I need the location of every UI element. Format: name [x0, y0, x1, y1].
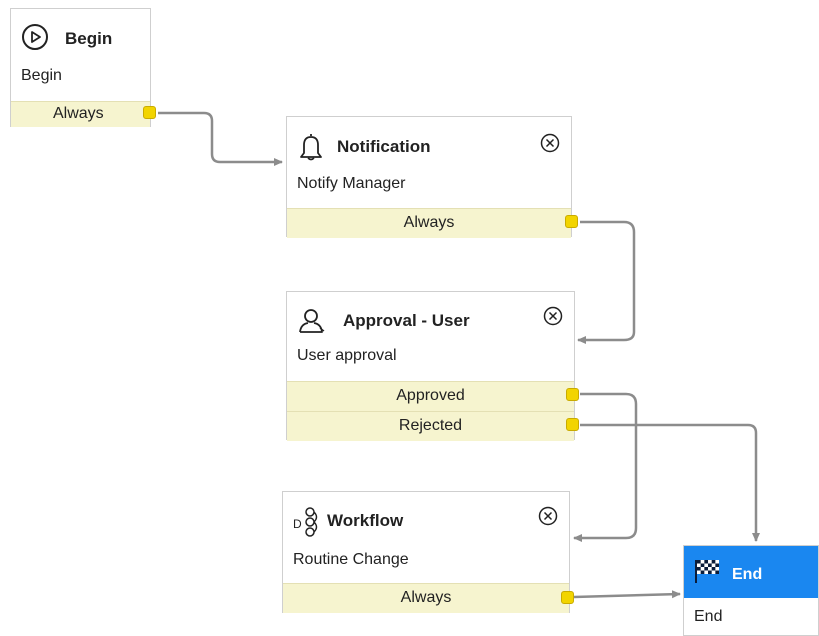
workflow-node[interactable]: D Workflow Routine Change Always: [282, 491, 570, 613]
workflow-node-description: Routine Change: [293, 551, 409, 568]
approval-outlet-approved[interactable]: Approved: [287, 381, 574, 411]
connector-begin-to-notification[interactable]: [158, 111, 283, 166]
end-node-header: End: [684, 546, 818, 598]
end-node[interactable]: End End: [683, 545, 819, 636]
connector-notification-to-approval[interactable]: [577, 220, 636, 344]
begin-node-title: Begin: [65, 29, 113, 48]
notification-node-header: Notification: [287, 117, 571, 167]
approval-node-header: Approval - User: [287, 292, 574, 342]
end-node-description: End: [694, 608, 723, 625]
workflow-outlet-always-label: Always: [400, 589, 452, 606]
notification-outlet-always-label: Always: [403, 214, 455, 231]
approval-close-icon[interactable]: [543, 306, 563, 326]
connector-approved-to-workflow[interactable]: [573, 392, 638, 542]
workflow-outlet-always[interactable]: Always: [283, 583, 569, 613]
begin-node-header: Begin: [11, 9, 150, 59]
connector-rejected-to-end[interactable]: [580, 423, 760, 542]
workflow-always-port[interactable]: [561, 591, 574, 604]
notification-close-icon[interactable]: [540, 133, 560, 153]
checkered-flag-icon: [694, 558, 722, 586]
approval-node[interactable]: Approval - User User approval Approved R…: [286, 291, 575, 441]
connector-workflow-to-end[interactable]: [573, 590, 681, 599]
begin-node[interactable]: Begin Begin Always: [10, 8, 151, 127]
workflow-icon: D: [293, 506, 321, 537]
user-icon: [297, 306, 325, 334]
notification-outlet-always[interactable]: Always: [287, 208, 571, 238]
workflow-close-icon[interactable]: [538, 506, 558, 526]
notification-node[interactable]: Notification Notify Manager Always: [286, 116, 572, 238]
begin-node-description: Begin: [21, 67, 62, 84]
notification-node-description: Notify Manager: [297, 175, 406, 192]
approval-rejected-port[interactable]: [566, 418, 579, 431]
play-circle-icon: [21, 23, 49, 51]
notification-always-port[interactable]: [565, 215, 578, 228]
begin-outlet-always-label: Always: [53, 105, 104, 122]
approval-node-description: User approval: [297, 347, 397, 364]
begin-always-port[interactable]: [143, 106, 156, 119]
workflow-node-header: D Workflow: [283, 492, 569, 542]
approval-outlet-rejected[interactable]: Rejected: [287, 411, 574, 441]
begin-outlet-always[interactable]: Always: [11, 101, 150, 127]
notification-node-title: Notification: [337, 137, 431, 156]
approval-approved-port[interactable]: [566, 388, 579, 401]
workflow-node-title: Workflow: [327, 511, 404, 530]
approval-outlet-rejected-label: Rejected: [398, 417, 463, 434]
approval-outlet-approved-label: Approved: [396, 387, 465, 404]
bell-icon: [297, 131, 325, 161]
approval-node-title: Approval - User: [343, 311, 470, 330]
svg-text:D: D: [293, 517, 302, 531]
end-node-title: End: [732, 566, 763, 583]
